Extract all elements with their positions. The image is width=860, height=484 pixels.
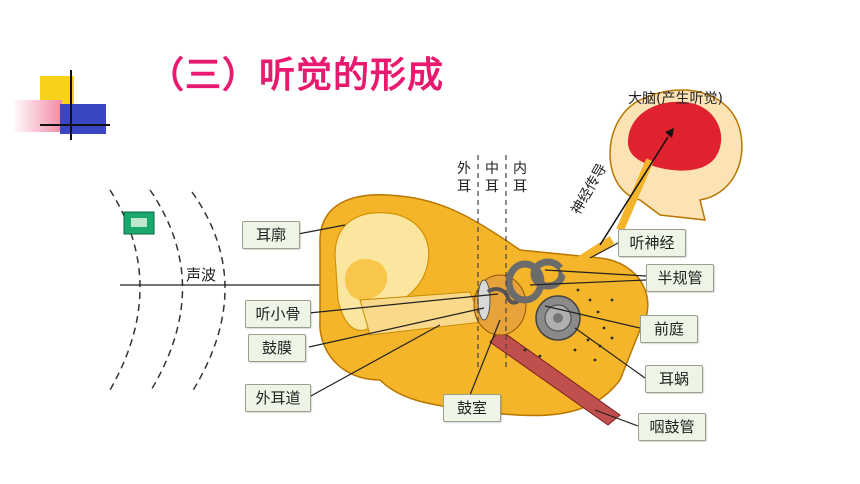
auditory-nerve-shape [559, 236, 615, 276]
decor-pink-square [12, 100, 62, 132]
auricle-label: 耳廓 [242, 221, 300, 249]
zone-inner-label: 内耳 [513, 161, 527, 195]
decor-hline [40, 124, 110, 126]
zone-outer-label: 外耳 [457, 161, 471, 195]
auditory-nerve-label: 听神经 [618, 229, 686, 257]
decor-vline [70, 70, 72, 140]
decor-blue-square [60, 104, 106, 134]
brain-label: 大脑(产生听觉) [628, 91, 723, 107]
vestibule-label: 前庭 [640, 315, 698, 343]
sound-wave-arcs [109, 189, 226, 393]
sound-wave-label: 声波 [186, 266, 217, 284]
ear-canal-label: 外耳道 [245, 384, 311, 412]
semicircular-canals-shape [505, 258, 566, 304]
page-title: （三）听觉的形成 [148, 55, 445, 96]
tympanic-cavity-label: 鼓室 [443, 394, 501, 422]
cochlea-label: 耳蜗 [645, 365, 703, 393]
leader-lines [297, 224, 647, 427]
ossicles-label: 听小骨 [245, 300, 311, 328]
concha [345, 258, 388, 300]
nerve-path [616, 158, 654, 232]
eardrum-label: 鼓膜 [248, 334, 306, 362]
zone-middle-label: 中耳 [485, 161, 499, 195]
eustachian-tube-label: 咽鼓管 [638, 413, 706, 441]
speaker-icon-inner [131, 218, 147, 227]
nerve-conduction-arrow [599, 136, 669, 246]
semicircular-canals-label: 半规管 [646, 264, 714, 292]
eardrum-shape [477, 279, 491, 321]
brain-shape [627, 101, 722, 171]
